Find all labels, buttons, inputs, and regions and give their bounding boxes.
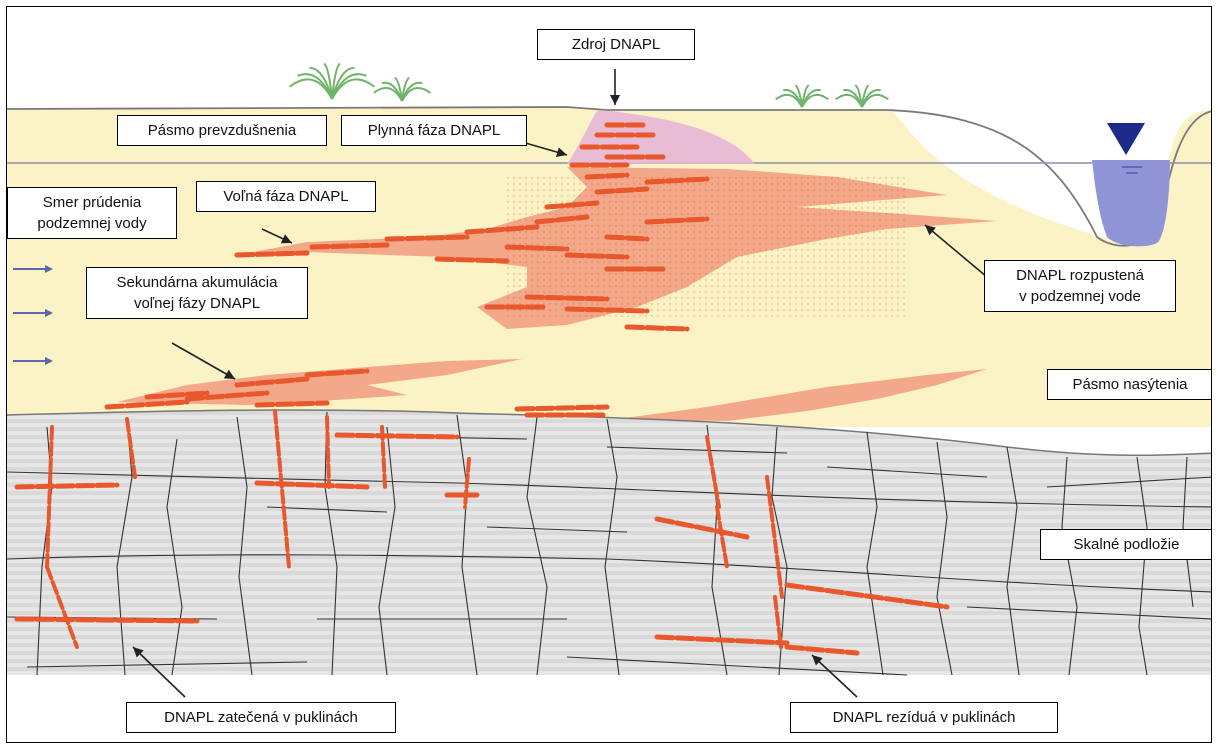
dissolved-line1: DNAPL rozpustená <box>995 265 1165 286</box>
sky <box>7 7 1212 117</box>
dnapl-streak <box>567 309 647 311</box>
water-level-marker <box>1107 123 1145 155</box>
source-label: Zdroj DNAPL <box>537 29 695 60</box>
bedrock-label-text: Skalné podložie <box>1051 534 1202 555</box>
dnapl-streak <box>337 435 457 437</box>
diagram-frame: Zdroj DNAPL Pásmo prevzdušnenia Plynná f… <box>6 6 1212 743</box>
vadose-zone-label-text: Pásmo prevzdušnenia <box>128 120 316 141</box>
dnapl-streak <box>567 255 627 257</box>
vapor-phase-label: Plynná fáza DNAPL <box>341 115 527 146</box>
dnapl-streak <box>507 247 567 249</box>
dnapl-streak <box>587 175 627 177</box>
dissolved-dnapl-label: DNAPL rozpustená v podzemnej vode <box>984 260 1176 312</box>
dnapl-streak <box>437 259 507 261</box>
trapped-in-fractures-label-text: DNAPL zatečená v puklinách <box>137 707 385 728</box>
dnapl-streak <box>257 403 327 405</box>
dnapl-streak <box>387 237 467 239</box>
vadose-zone-label: Pásmo prevzdušnenia <box>117 115 327 146</box>
trapped-in-fractures-label: DNAPL zatečená v puklinách <box>126 702 396 733</box>
saturated-zone-label: Pásmo nasýtenia <box>1047 369 1212 400</box>
source-label-text: Zdroj DNAPL <box>548 34 684 55</box>
dnapl-streak <box>607 237 647 239</box>
flow-direction-label: Smer prúdenia podzemnej vody <box>7 187 177 239</box>
dnapl-streak <box>17 619 197 621</box>
dnapl-streak <box>627 327 687 329</box>
secondary-accumulation-line1: Sekundárna akumulácia <box>97 272 297 293</box>
dnapl-streak <box>527 297 607 299</box>
saturated-zone-label-text: Pásmo nasýtenia <box>1058 374 1202 395</box>
dnapl-streak <box>647 179 707 182</box>
flow-direction-line2: podzemnej vody <box>18 213 166 234</box>
dnapl-streak <box>237 253 307 255</box>
dnapl-streak <box>517 407 607 409</box>
flow-direction-line1: Smer prúdenia <box>18 192 166 213</box>
residual-in-fractures-label-text: DNAPL rezíduá v puklinách <box>801 707 1047 728</box>
secondary-accumulation-label: Sekundárna akumulácia voľnej fázy DNAPL <box>86 267 308 319</box>
dnapl-streak <box>312 245 387 247</box>
secondary-accumulation-line2: voľnej fázy DNAPL <box>97 293 297 314</box>
free-phase-label: Voľná fáza DNAPL <box>196 181 376 212</box>
bedrock-label: Skalné podložie <box>1040 529 1212 560</box>
dnapl-streak <box>647 219 707 222</box>
residual-in-fractures-label: DNAPL rezíduá v puklinách <box>790 702 1058 733</box>
dnapl-streak <box>17 485 117 487</box>
vapor-phase-label-text: Plynná fáza DNAPL <box>352 120 516 141</box>
free-phase-label-text: Voľná fáza DNAPL <box>207 186 365 207</box>
dnapl-fracture-fill <box>327 417 329 487</box>
dnapl-streak <box>597 189 647 192</box>
dissolved-line2: v podzemnej vode <box>995 286 1165 307</box>
